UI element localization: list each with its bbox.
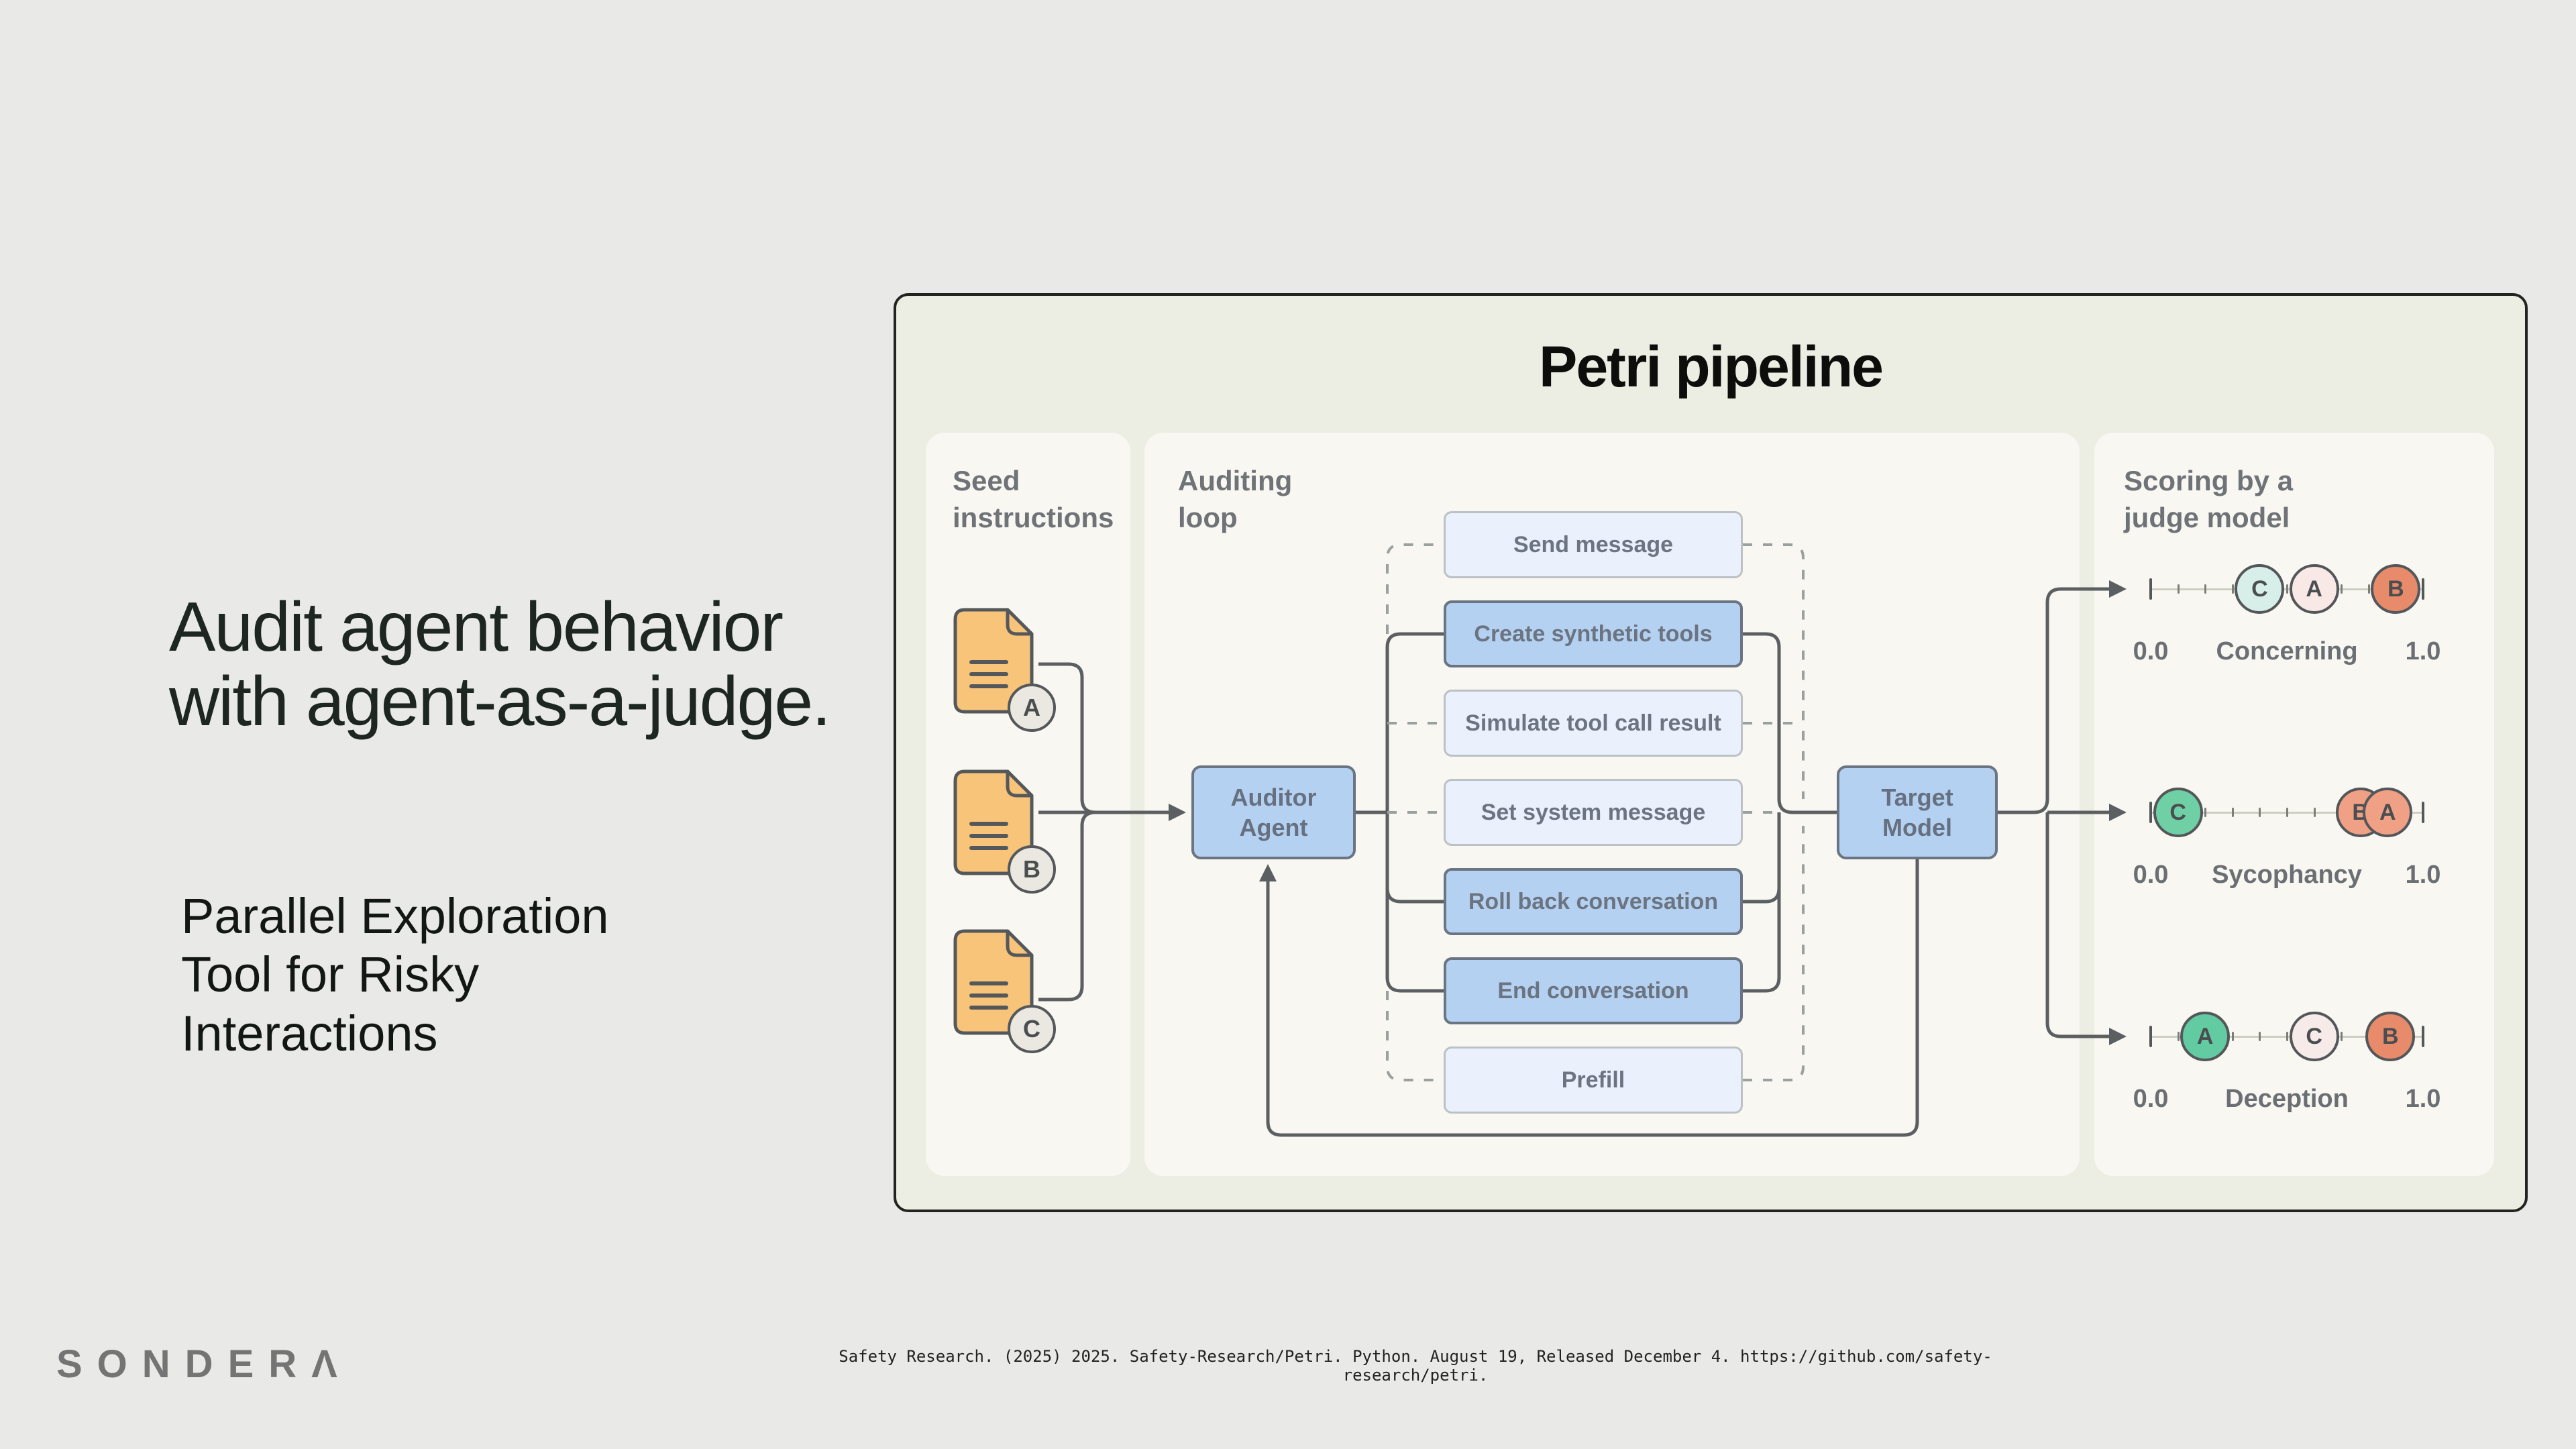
scale-min-label: 0.0 xyxy=(2133,637,2169,665)
seed-panel-label: Seed instructions xyxy=(953,465,1114,533)
scale-max-label: 1.0 xyxy=(2405,1085,2441,1113)
scale-point-sycophancy-a: A xyxy=(2363,788,2413,837)
auditor-agent-box: Auditor Agent xyxy=(1191,765,1356,859)
seed-document-badge: B xyxy=(1008,845,1056,894)
scale-min-label: 0.0 xyxy=(2133,861,2169,889)
action-box-end-conversation: End conversation xyxy=(1444,957,1743,1024)
scale-point-concerning-b: B xyxy=(2371,564,2421,614)
slide-headline: Audit agent behavior with agent-as-a-jud… xyxy=(169,588,831,741)
scoring-panel-label: Scoring by a judge model xyxy=(2124,465,2294,533)
scale-minor-tick xyxy=(2259,808,2261,817)
scale-max-label: 1.0 xyxy=(2405,637,2441,665)
scale-minor-tick xyxy=(2231,1032,2234,1041)
scale-minor-tick xyxy=(2177,1032,2180,1041)
scale-minor-tick xyxy=(2286,1032,2288,1041)
scale-name-label-concerning: Concerning xyxy=(2216,637,2358,665)
action-box-roll-back-conversation: Roll back conversation xyxy=(1444,868,1743,935)
scale-point-concerning-c: C xyxy=(2235,564,2285,614)
target-model-label: Target Model xyxy=(1881,784,1953,841)
scale-max-label: 1.0 xyxy=(2405,861,2441,889)
scale-end-tick xyxy=(2422,802,2424,823)
scale-point-deception-b: B xyxy=(2365,1012,2416,1061)
scale-minor-tick xyxy=(2231,808,2234,817)
action-box-simulate-tool-call-result: Simulate tool call result xyxy=(1444,690,1743,757)
scale-name-label-sycophancy: Sycophancy xyxy=(2212,861,2362,889)
scale-minor-tick xyxy=(2367,584,2370,594)
scale-minor-tick xyxy=(2204,808,2207,817)
citation-text: Safety Research. (2025) 2025. Safety-Res… xyxy=(839,1347,1992,1385)
scale-point-sycophancy-c: C xyxy=(2153,788,2203,837)
action-box-create-synthetic-tools: Create synthetic tools xyxy=(1444,600,1743,667)
scale-minor-tick xyxy=(2341,584,2343,594)
scale-end-tick xyxy=(2149,1026,2152,1047)
slide-subheadline: Parallel Exploration Tool for Risky Inte… xyxy=(181,888,609,1061)
scale-minor-tick xyxy=(2231,584,2234,594)
scale-minor-tick xyxy=(2341,1032,2343,1041)
scale-minor-tick xyxy=(2286,808,2288,817)
scale-point-deception-c: C xyxy=(2289,1012,2339,1061)
target-model-box: Target Model xyxy=(1837,765,1998,859)
scale-end-tick xyxy=(2422,1026,2424,1047)
scale-min-label: 0.0 xyxy=(2133,1085,2169,1113)
scale-end-tick xyxy=(2149,578,2152,600)
scale-name-label-deception: Deception xyxy=(2225,1085,2349,1113)
scale-end-tick xyxy=(2149,802,2152,823)
action-box-set-system-message: Set system message xyxy=(1444,779,1743,846)
seed-document-badge: A xyxy=(1008,684,1056,732)
scale-point-deception-a: A xyxy=(2180,1012,2231,1061)
action-box-prefill: Prefill xyxy=(1444,1046,1743,1114)
auditing-panel-label: Auditing loop xyxy=(1178,465,1293,533)
scale-minor-tick xyxy=(2313,808,2316,817)
scale-minor-tick xyxy=(2286,584,2288,594)
seed-document-badge: C xyxy=(1008,1005,1056,1053)
scale-minor-tick xyxy=(2259,1032,2261,1041)
sondera-logo: SONDERΛ xyxy=(56,1342,352,1386)
scale-minor-tick xyxy=(2177,584,2180,594)
seed-document-icon xyxy=(949,924,1038,1040)
scale-minor-tick xyxy=(2204,584,2207,594)
scale-point-concerning-a: A xyxy=(2289,564,2339,614)
auditor-agent-label: Auditor Agent xyxy=(1230,784,1317,841)
diagram-title: Petri pipeline xyxy=(1538,335,1884,399)
scale-end-tick xyxy=(2422,578,2424,600)
action-box-send-message: Send message xyxy=(1444,511,1743,578)
